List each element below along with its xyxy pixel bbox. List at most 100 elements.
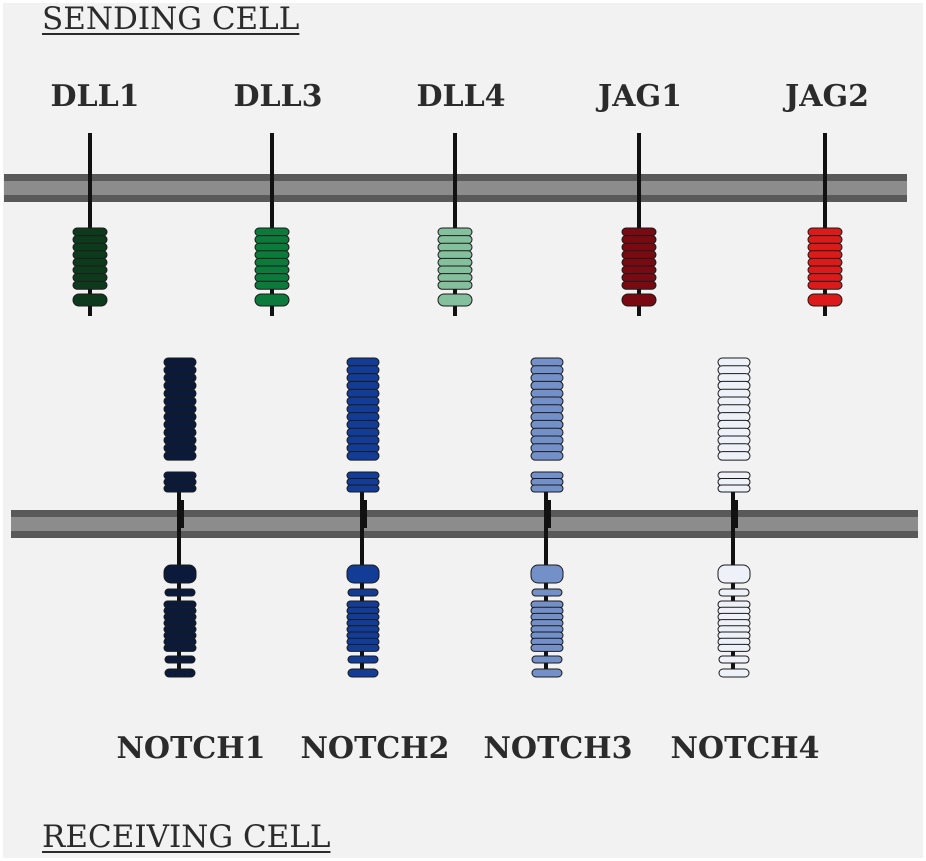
- ligand-base-domain-dll4: [437, 293, 473, 307]
- ligand-repeat-jag2: [807, 257, 843, 267]
- receptor-egf-repeat-notch3: [530, 435, 564, 445]
- background-panel: [3, 3, 923, 858]
- receptor-egf-repeat-notch2: [346, 427, 380, 438]
- ligand-repeat-dll1: [72, 227, 108, 237]
- ligand-repeat-jag1: [621, 273, 657, 283]
- ligand-repeat-dll3: [254, 250, 290, 260]
- ligand-repeat-jag2: [807, 280, 843, 290]
- receptor-egf-repeat-notch3: [530, 373, 564, 383]
- receptor-nrr-notch3: [530, 484, 564, 493]
- receptor-egf-repeat-notch3: [530, 380, 564, 391]
- receptor-egf-repeat-notch1: [163, 404, 197, 414]
- receptor-egf-repeat-notch3: [530, 412, 564, 422]
- receptor-egf-repeat-notch2: [346, 388, 380, 399]
- ligand-repeat-jag2: [807, 273, 843, 283]
- receptor-egf-repeat-notch1: [163, 451, 197, 461]
- ligand-repeat-jag1: [621, 242, 657, 252]
- receptor-egf-repeat-notch2: [346, 357, 380, 367]
- ligand-base-domain-dll3: [254, 293, 290, 307]
- receptor-egf-repeat-notch3: [530, 388, 564, 399]
- receptor-egf-repeat-notch4: [717, 435, 751, 445]
- receptor-egf-repeat-notch1: [163, 357, 197, 367]
- receptor-nrr-notch1: [163, 471, 197, 480]
- receptor-egf-repeat-notch3: [530, 443, 564, 453]
- receptor-linker-notch2: [347, 588, 379, 597]
- receptor-pest-notch4: [718, 655, 750, 664]
- sending-cell-label: SENDING CELL: [42, 1, 300, 37]
- ligand-repeat-dll4: [437, 227, 473, 237]
- receptor-egf-repeat-notch2: [346, 412, 380, 422]
- receptor-egf-repeat-notch3: [530, 396, 564, 406]
- receptor-nrr-notch1: [163, 484, 197, 493]
- ligand-repeat-dll1: [72, 265, 108, 275]
- receptor-pest-notch1: [164, 655, 196, 664]
- ligand-label-dll3: DLL3: [233, 79, 323, 114]
- receptor-ankyrin-repeat-notch4: [717, 643, 751, 652]
- receptor-egf-repeat-notch4: [717, 380, 751, 391]
- receptor-egf-repeat-notch1: [163, 412, 197, 422]
- ligand-repeat-dll1: [72, 273, 108, 283]
- receptor-egf-repeat-notch3: [530, 419, 564, 430]
- receptor-linker-notch1: [164, 588, 196, 597]
- ligand-repeat-jag2: [807, 265, 843, 275]
- receptor-nrr-notch4: [717, 471, 751, 480]
- ligand-label-dll4: DLL4: [416, 79, 506, 114]
- receptor-nrr-notch3: [530, 478, 564, 486]
- receptor-ram-domain-notch3: [530, 564, 564, 584]
- receptor-tail-notch3: [531, 668, 563, 678]
- receptor-egf-repeat-notch2: [346, 380, 380, 391]
- receptor-tail-notch2: [347, 668, 379, 678]
- receptor-egf-repeat-notch4: [717, 443, 751, 453]
- ligand-label-jag2: JAG2: [785, 79, 869, 114]
- ligand-repeat-dll3: [254, 273, 290, 283]
- ligand-repeat-dll4: [437, 280, 473, 290]
- receptor-egf-repeat-notch4: [717, 388, 751, 399]
- receptor-ram-domain-notch1: [163, 564, 197, 584]
- receptor-transmembrane-notch1: [178, 500, 184, 528]
- receptor-label-notch1: NOTCH1: [116, 731, 266, 766]
- ligand-repeat-jag1: [621, 265, 657, 275]
- ligand-repeat-dll4: [437, 265, 473, 275]
- receptor-label-notch3: NOTCH3: [483, 731, 633, 766]
- receptor-ankyrin-repeat-notch1: [163, 643, 197, 652]
- receptor-egf-repeat-notch2: [346, 396, 380, 406]
- ligand-repeat-dll4: [437, 257, 473, 267]
- receptor-pest-notch2: [347, 655, 379, 664]
- ligand-repeat-dll1: [72, 235, 108, 245]
- receptor-egf-repeat-notch3: [530, 427, 564, 438]
- receptor-label-notch2: NOTCH2: [300, 731, 450, 766]
- receptor-nrr-notch2: [346, 484, 380, 493]
- ligand-repeat-dll1: [72, 250, 108, 260]
- ligand-repeat-dll3: [254, 242, 290, 252]
- ligand-repeat-jag1: [621, 250, 657, 260]
- receptor-nrr-notch4: [717, 484, 751, 493]
- receptor-egf-repeat-notch2: [346, 419, 380, 430]
- receptor-egf-repeat-notch1: [163, 388, 197, 399]
- receptor-linker-notch3: [531, 588, 563, 597]
- receptor-ankyrin-repeat-notch2: [346, 643, 380, 652]
- receptor-ram-domain-notch2: [346, 564, 380, 584]
- receptor-egf-repeat-notch2: [346, 365, 380, 375]
- receptor-pest-notch3: [531, 655, 563, 664]
- receptor-egf-repeat-notch4: [717, 419, 751, 430]
- receptor-ram-domain-notch4: [717, 564, 751, 584]
- ligand-repeat-dll4: [437, 273, 473, 283]
- ligand-repeat-dll4: [437, 250, 473, 260]
- receptor-egf-repeat-notch4: [717, 412, 751, 422]
- receptor-nrr-notch4: [717, 478, 751, 486]
- receptor-egf-repeat-notch1: [163, 435, 197, 445]
- ligand-repeat-jag2: [807, 235, 843, 245]
- receptor-transmembrane-notch4: [732, 500, 738, 528]
- ligand-repeat-jag1: [621, 257, 657, 267]
- ligand-repeat-jag2: [807, 227, 843, 237]
- receptor-label-notch4: NOTCH4: [670, 731, 820, 766]
- ligand-base-domain-jag1: [621, 293, 657, 307]
- ligand-repeat-jag1: [621, 280, 657, 290]
- ligand-label-dll1: DLL1: [50, 79, 140, 114]
- ligand-repeat-dll3: [254, 265, 290, 275]
- receiving-cell-membrane-inner: [11, 517, 918, 531]
- receptor-tail-notch4: [718, 668, 750, 678]
- ligand-repeat-dll3: [254, 257, 290, 267]
- receptor-egf-repeat-notch2: [346, 443, 380, 453]
